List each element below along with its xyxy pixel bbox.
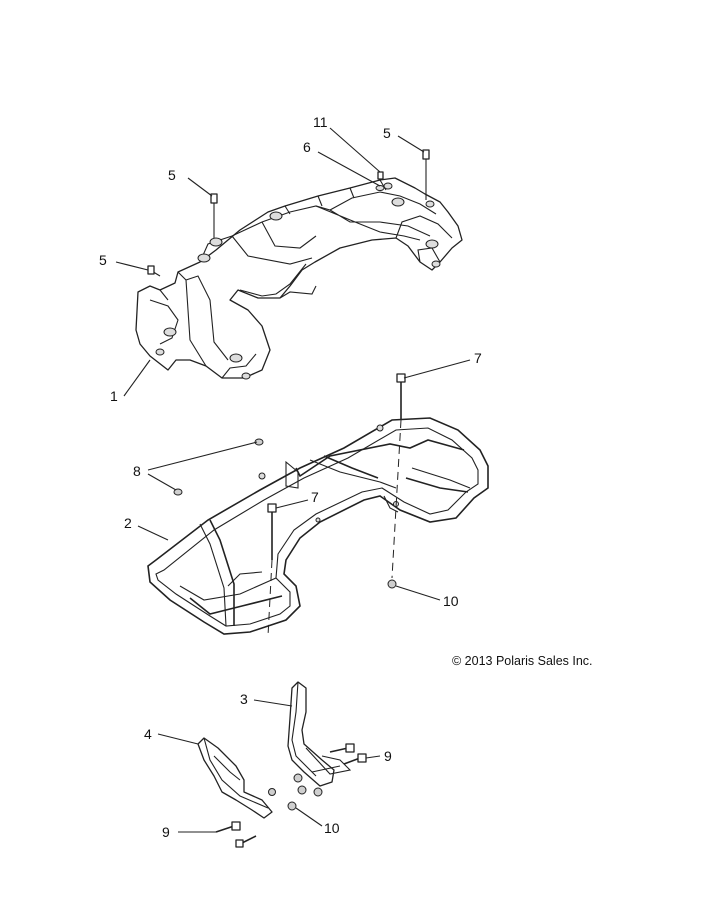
callout-5-left: 5	[99, 252, 107, 268]
part-10-nut-upper	[387, 579, 397, 589]
callout-9-left: 9	[162, 824, 170, 840]
part-6-washer	[375, 185, 385, 191]
callout-7-right: 7	[474, 350, 482, 366]
callout-5-top-right: 5	[383, 125, 391, 141]
part-11-screw	[377, 171, 384, 180]
part-3-bracket	[287, 681, 352, 787]
callout-3: 3	[240, 691, 248, 707]
callout-10-lower: 10	[324, 820, 340, 836]
part-9-bolts	[215, 743, 367, 848]
callout-7-middle: 7	[311, 489, 319, 505]
callout-1: 1	[110, 388, 118, 404]
part-4-bracket	[197, 737, 273, 819]
callout-5-upper: 5	[168, 167, 176, 183]
callout-11: 11	[313, 114, 328, 130]
part-2-rack-frame	[147, 417, 489, 635]
callout-4: 4	[144, 726, 152, 742]
part-1-upper-panel	[135, 177, 463, 380]
callout-9-right: 9	[384, 748, 392, 764]
callout-6: 6	[303, 139, 311, 155]
part-5-screws	[147, 149, 430, 277]
leader-lines	[115, 127, 471, 833]
callout-10-upper: 10	[443, 593, 459, 609]
part-10-nuts-lower	[268, 773, 323, 811]
callout-2: 2	[124, 515, 132, 531]
part-8-caps	[173, 438, 264, 496]
copyright-notice: © 2013 Polaris Sales Inc.	[452, 654, 593, 668]
callout-8: 8	[133, 463, 141, 479]
